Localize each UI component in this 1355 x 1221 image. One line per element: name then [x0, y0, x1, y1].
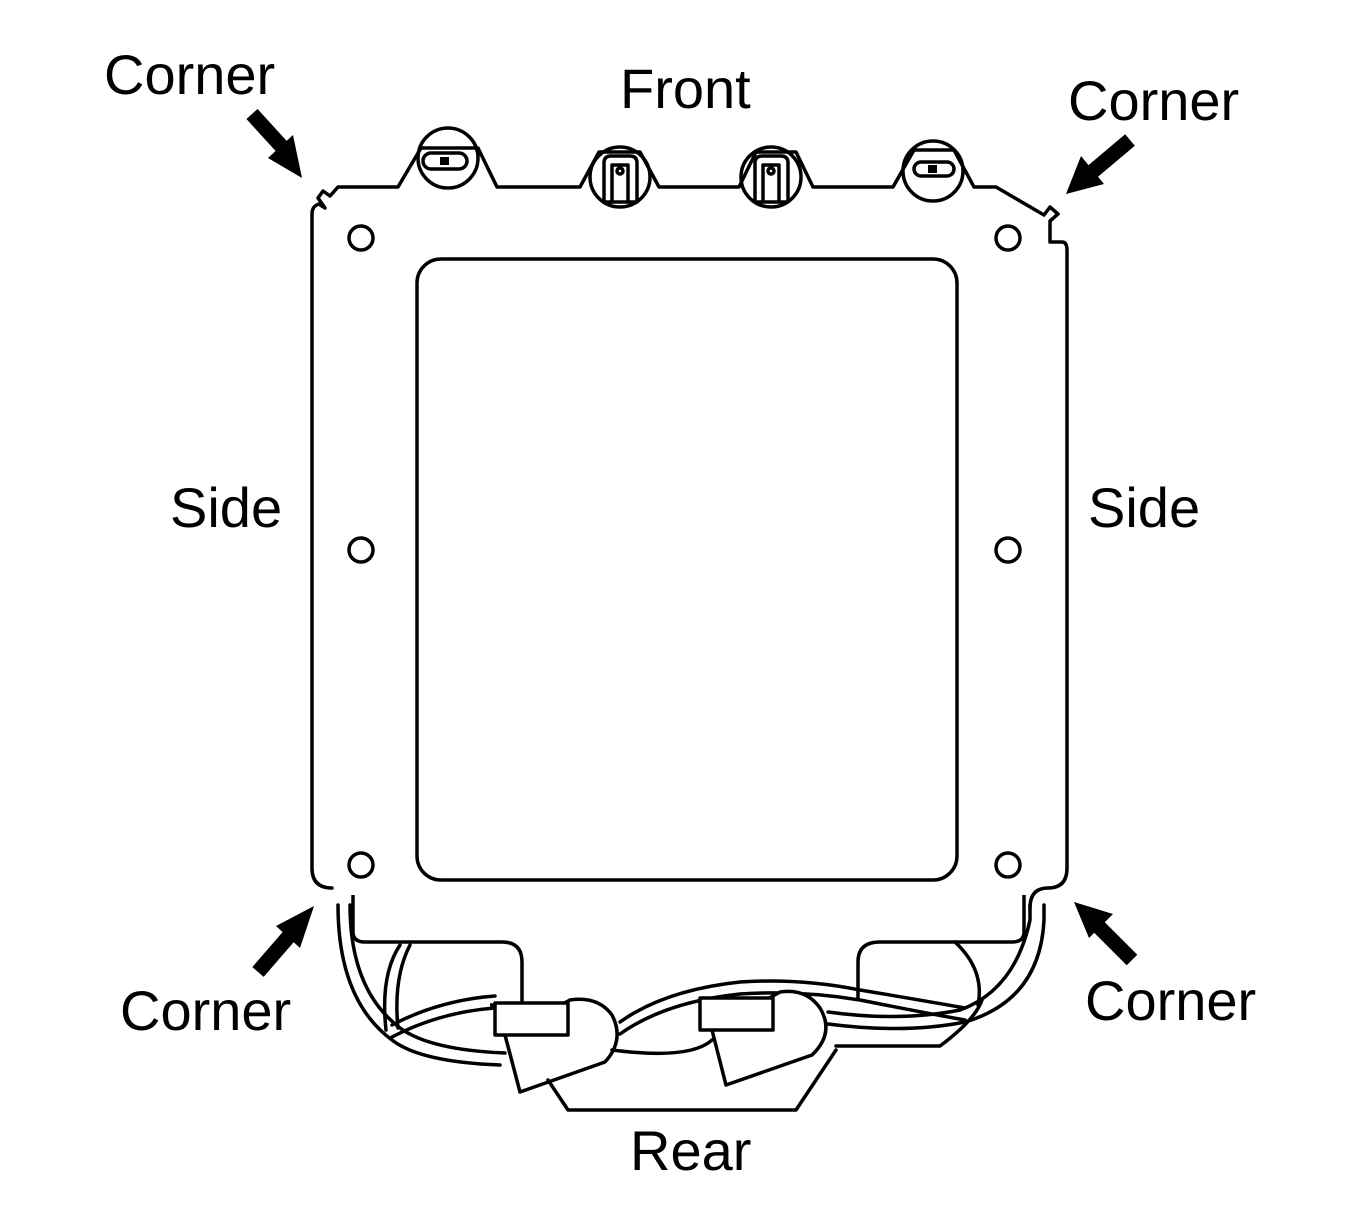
label-corner-bottom-left: Corner [120, 979, 291, 1042]
label-corner-bottom-right: Corner [1085, 969, 1256, 1032]
rear-tab-right [856, 895, 1026, 1000]
arrow-corner-bottom-left [252, 906, 314, 977]
label-corner-top-right: Corner [1068, 69, 1239, 132]
gasket-inner-window [415, 257, 959, 882]
mounting-hole [994, 536, 1022, 564]
front-connector-1 [416, 126, 480, 190]
rear-tab-left [351, 895, 524, 1007]
label-side-right: Side [1088, 476, 1200, 539]
arrow-corner-top-left [246, 108, 302, 178]
label-front: Front [620, 57, 751, 120]
gasket-outline [310, 146, 1069, 910]
rear-tab-right-lobe [953, 940, 982, 1007]
mounting-hole [347, 224, 375, 252]
label-corner-top-left: Corner [104, 43, 275, 106]
arrow-corner-top-right [1066, 134, 1135, 194]
label-side-left: Side [170, 476, 282, 539]
mounting-hole [347, 536, 375, 564]
wiring-harness [336, 903, 1046, 1112]
mounting-hole [347, 851, 375, 879]
mounting-hole [994, 224, 1022, 252]
label-rear: Rear [630, 1119, 751, 1182]
front-connector-3 [739, 145, 803, 209]
front-connector-2 [588, 145, 652, 209]
mounting-hole [994, 851, 1022, 879]
arrow-corner-bottom-right [1074, 902, 1138, 966]
front-connector-4 [901, 139, 965, 203]
